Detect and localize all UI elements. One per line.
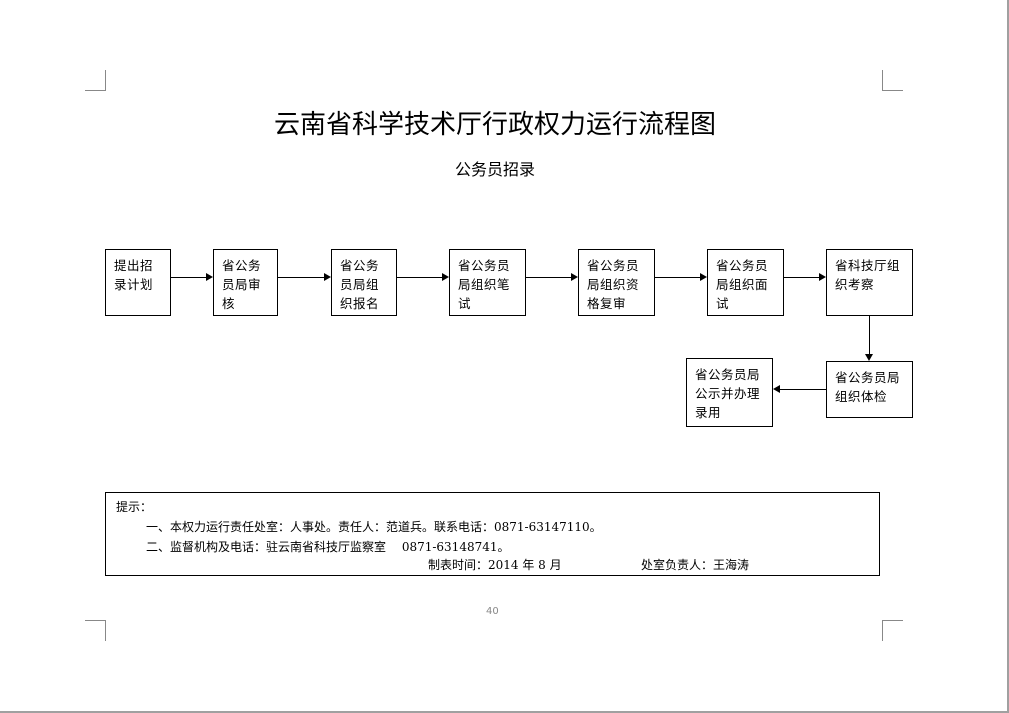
arrow-head [819, 273, 826, 281]
arrow-line [171, 277, 207, 278]
arrow-line [780, 389, 826, 390]
arrow-line [655, 277, 701, 278]
arrow-line [397, 277, 443, 278]
arrow-head [700, 273, 707, 281]
page-number: 40 [486, 606, 499, 617]
arrow-line [526, 277, 572, 278]
arrow-line [784, 277, 820, 278]
arrow-head [865, 354, 873, 361]
flow-step-4: 省公务员局组织笔试 [449, 249, 526, 316]
flow-step-8: 省公务员局组织体检 [826, 361, 913, 418]
crop-mark [882, 70, 903, 91]
flow-step-3: 省公务员局组织报名 [331, 249, 397, 316]
arrow-line [869, 316, 870, 355]
notes-line-2: 二、监督机构及电话：驻云南省科技厅监察室 0871-63148741。 [146, 540, 510, 554]
notes-responsible: 处室负责人：王海涛 [641, 558, 750, 572]
notes-line-1: 一、本权力运行责任处室：人事处。责任人：范道兵。联系电话：0871-631471… [146, 520, 602, 534]
arrow-line [278, 277, 325, 278]
flow-step-7: 省科技厅组织考察 [826, 249, 913, 316]
flow-step-1: 提出招录计划 [105, 249, 171, 316]
flow-step-9: 省公务员局公示并办理录用 [686, 358, 773, 427]
page-subtitle: 公务员招录 [454, 160, 535, 179]
crop-mark [85, 70, 106, 91]
flow-step-6: 省公务员局组织面试 [707, 249, 784, 316]
notes-box: 提示： 一、本权力运行责任处室：人事处。责任人：范道兵。联系电话：0871-63… [105, 492, 880, 576]
crop-mark [85, 620, 106, 641]
arrow-head [324, 273, 331, 281]
page-title: 云南省科学技术厅行政权力运行流程图 [273, 110, 716, 140]
arrow-head [773, 385, 780, 393]
arrow-head [206, 273, 213, 281]
crop-mark [882, 620, 903, 641]
flow-step-5: 省公务员局组织资格复审 [578, 249, 655, 316]
notes-heading: 提示： [116, 500, 153, 514]
arrow-head [442, 273, 449, 281]
arrow-head [571, 273, 578, 281]
notes-date: 制表时间：2014 年 8 月 [428, 558, 562, 572]
flow-step-2: 省公务员局审核 [213, 249, 278, 316]
